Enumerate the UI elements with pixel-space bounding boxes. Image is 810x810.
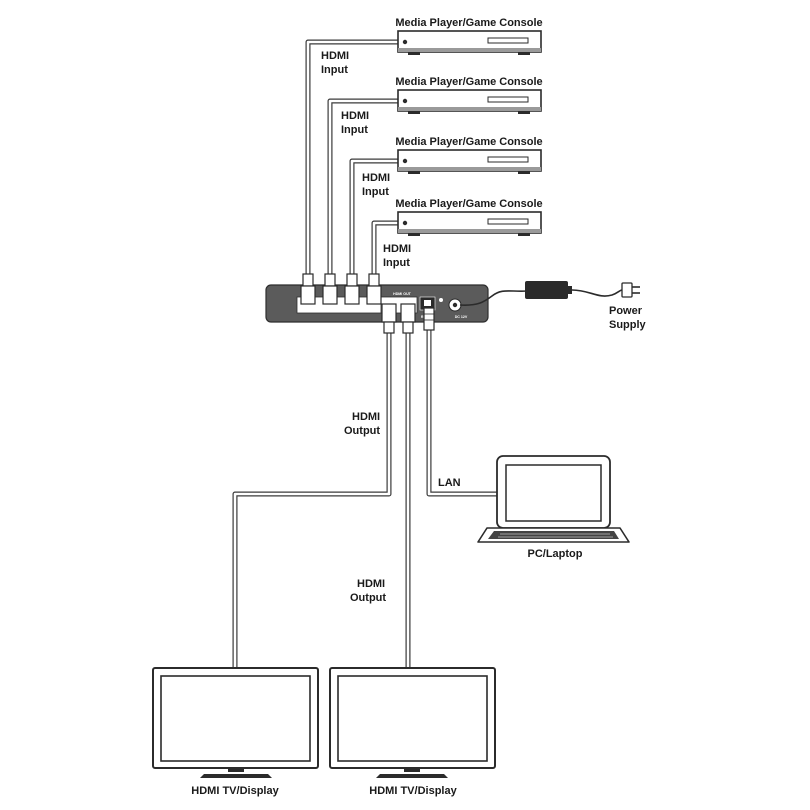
dc-port-label: DC 12V <box>455 315 468 319</box>
hdmi-input-label-4-line1: HDMI <box>383 243 411 255</box>
display-label-1: HDMI TV/Display <box>191 785 279 797</box>
hdmi-display-1 <box>152 667 319 778</box>
lan-label: LAN <box>438 477 461 489</box>
hdmi-input-connector-3 <box>344 273 360 305</box>
hdmi-output-connector-1 <box>381 303 397 334</box>
pc-laptop <box>477 455 630 543</box>
hdmi-output-label-2-line2: Output <box>350 592 386 604</box>
hdmi-output-connectors <box>381 303 435 334</box>
hdmi-input-cable-3 <box>349 158 399 277</box>
hdmi-output-label-2-line1: HDMI <box>357 578 385 590</box>
hdmi-display-2 <box>329 667 496 778</box>
power-supply <box>459 281 640 306</box>
hdmi-input-connectors <box>300 273 382 305</box>
source-device-4 <box>397 211 542 236</box>
power-supply-label-line2: Supply <box>609 319 647 331</box>
source-device-1 <box>397 30 542 55</box>
hdmi-input-label-4-line2: Input <box>383 257 410 269</box>
source-label-3: Media Player/Game Console <box>395 136 542 148</box>
source-device-2 <box>397 89 542 114</box>
hdmi-output-label-1-line1: HDMI <box>352 411 380 423</box>
hdmi-input-cable-1 <box>305 39 399 277</box>
hdmi-output-connector-2 <box>400 303 416 334</box>
source-label-2: Media Player/Game Console <box>395 76 542 88</box>
hdmi-input-connector-1 <box>300 273 316 305</box>
hdmi-input-label-2-line2: Input <box>341 124 368 136</box>
power-plug <box>621 282 633 298</box>
hdmi-input-label-3-line2: Input <box>362 186 389 198</box>
hdmi-input-cable-4 <box>371 220 399 277</box>
hdmi-input-label-2-line1: HDMI <box>341 110 369 122</box>
hdmi-out-port-label: HDMI OUT <box>393 292 412 296</box>
power-adapter-brick <box>525 281 568 299</box>
pc-laptop-label: PC/Laptop <box>528 548 583 560</box>
source-device-3 <box>397 149 542 174</box>
hdmi-output-cable-1 <box>232 330 392 669</box>
hdmi-output-label-1-line2: Output <box>344 425 380 437</box>
source-label-4: Media Player/Game Console <box>395 198 542 210</box>
lan-cable <box>426 328 498 497</box>
hdmi-input-label-1-line1: HDMI <box>321 50 349 62</box>
hdmi-input-label-1-line2: Input <box>321 64 348 76</box>
display-label-2: HDMI TV/Display <box>369 785 457 797</box>
source-label-1: Media Player/Game Console <box>395 17 542 29</box>
hdmi-input-cable-2 <box>327 98 399 277</box>
power-supply-label-line1: Power <box>609 305 643 317</box>
hdmi-input-connector-4 <box>366 273 382 305</box>
hdmi-input-cables <box>305 39 399 277</box>
hdmi-input-label-3-line1: HDMI <box>362 172 390 184</box>
lan-connector <box>423 307 435 331</box>
hdmi-input-connector-2 <box>322 273 338 305</box>
